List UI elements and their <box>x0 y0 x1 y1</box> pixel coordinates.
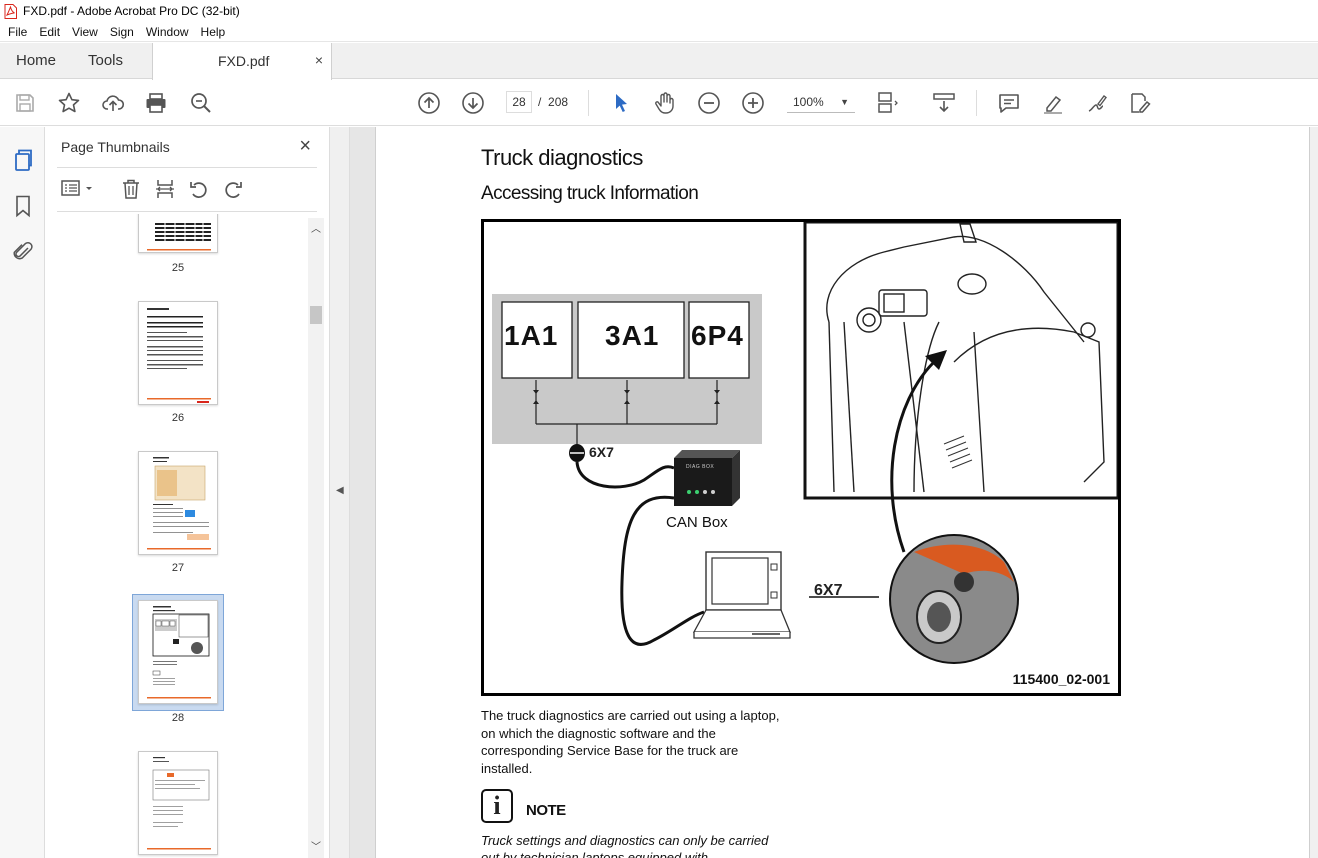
panel-divider <box>57 211 317 212</box>
toolbar-divider <box>588 90 589 116</box>
tab-bar: Home Tools FXD.pdf × <box>0 43 1318 80</box>
scroll-down-icon[interactable]: ﹀ <box>311 842 321 853</box>
menu-edit[interactable]: Edit <box>39 24 61 39</box>
thumbnail-scrollbar[interactable]: ︿ ﹀ <box>308 218 324 858</box>
select-cursor-icon[interactable] <box>609 91 633 115</box>
page-heading: Truck diagnostics <box>481 145 643 170</box>
module-label-3a1: 3A1 <box>605 320 660 351</box>
thumbnail-list: 25 26 27 <box>45 214 330 858</box>
scrollbar-thumb[interactable] <box>310 306 322 324</box>
page-subheading: Accessing truck Information <box>481 183 699 204</box>
scroll-up-icon[interactable]: ︿ <box>311 224 321 235</box>
attachment-icon[interactable] <box>11 240 35 264</box>
highlight-pen-icon[interactable] <box>1041 91 1065 115</box>
thumbnail-page-28[interactable] <box>138 600 218 704</box>
scroll-mode-icon[interactable] <box>932 91 956 115</box>
menu-sign[interactable]: Sign <box>109 24 134 39</box>
bookmark-icon[interactable] <box>11 194 35 218</box>
page-separator: / <box>538 95 542 109</box>
tab-document-label: FXD.pdf <box>218 53 270 69</box>
document-viewer: Truck diagnostics Accessing truck Inform… <box>350 127 1318 858</box>
insert-pages-icon[interactable] <box>154 178 176 200</box>
menu-view[interactable]: View <box>72 24 98 39</box>
connector-label: 6X7 <box>589 444 614 460</box>
rotate-counterclockwise-icon[interactable] <box>188 178 210 200</box>
thumbnail-label: 26 <box>171 412 185 424</box>
upload-cloud-icon[interactable] <box>101 91 125 115</box>
pdf-page: Truck diagnostics Accessing truck Inform… <box>375 127 1310 858</box>
document-scrollbar[interactable] <box>1310 127 1318 858</box>
window-title: FXD.pdf - Adobe Acrobat Pro DC (32-bit) <box>23 4 240 18</box>
zoom-level-value: 100% <box>793 95 824 109</box>
thumbnail-page-26[interactable] <box>138 301 218 405</box>
zoom-in-icon[interactable] <box>741 91 765 115</box>
thumbnail-label: 27 <box>171 562 185 574</box>
collapse-panel-handle[interactable]: ◀ <box>330 127 350 858</box>
next-page-icon[interactable] <box>461 91 485 115</box>
panel-divider <box>57 167 317 168</box>
menu-window[interactable]: Window <box>145 24 189 39</box>
pdf-file-icon <box>4 3 17 19</box>
info-note-icon: i <box>481 789 513 823</box>
menu-help[interactable]: Help <box>200 24 226 39</box>
panel-title: Page Thumbnails <box>61 139 170 155</box>
thumbnail-page-27[interactable] <box>138 451 218 555</box>
detail-connector-label: 6X7 <box>814 582 843 599</box>
tab-home[interactable]: Home <box>16 52 57 69</box>
star-icon[interactable] <box>57 91 81 115</box>
tab-document[interactable]: FXD.pdf × <box>152 43 332 80</box>
previous-page-icon[interactable] <box>417 91 441 115</box>
thumbnail-label: 25 <box>171 262 185 274</box>
close-panel-icon[interactable]: × <box>299 135 311 157</box>
left-navigation-rail <box>0 127 45 858</box>
delete-pages-icon[interactable] <box>120 178 142 200</box>
close-tab-icon[interactable]: × <box>314 52 323 68</box>
module-label-6p4: 6P4 <box>691 320 744 351</box>
body-paragraph: The truck diagnostics are carried out us… <box>481 708 780 776</box>
title-bar: FXD.pdf - Adobe Acrobat Pro DC (32-bit) <box>0 0 1318 22</box>
thumbnail-options-icon[interactable] <box>61 178 95 200</box>
thumbnail-label: 28 <box>171 712 185 724</box>
canbox-device-text: DIAG BOX <box>686 464 715 470</box>
hand-tool-icon[interactable] <box>653 91 677 115</box>
comment-icon[interactable] <box>997 91 1021 115</box>
chevron-down-icon: ▼ <box>840 97 849 107</box>
rotate-clockwise-icon[interactable] <box>222 178 244 200</box>
save-icon[interactable] <box>13 91 37 115</box>
zoom-search-icon[interactable] <box>189 91 213 115</box>
canbox-label: CAN Box <box>666 514 728 531</box>
thumbnail-page-25[interactable] <box>138 214 218 253</box>
note-text: Truck settings and diagnostics can only … <box>481 833 769 858</box>
page-total: 208 <box>548 95 569 109</box>
edit-pdf-icon[interactable] <box>1128 91 1152 115</box>
page-number-input[interactable]: 28 <box>506 91 532 113</box>
main-toolbar <box>0 80 1318 126</box>
zoom-level-dropdown[interactable]: 100% ▼ <box>787 91 855 113</box>
figure-id: 115400_02-001 <box>1012 671 1110 687</box>
menu-file[interactable]: File <box>8 24 28 39</box>
diagnostics-figure: 1A1 3A1 6P4 6X7 DIAG BOX CAN Box 6X7 115… <box>481 219 1121 696</box>
page-count-label: / 208 <box>538 95 568 109</box>
print-icon[interactable] <box>144 91 168 115</box>
fill-sign-icon[interactable] <box>1085 91 1109 115</box>
menu-bar: File Edit View Sign Window Help <box>0 22 1318 42</box>
tab-tools[interactable]: Tools <box>88 52 124 69</box>
page-layout-icon[interactable] <box>876 91 900 115</box>
thumbnail-page-29[interactable] <box>138 751 218 855</box>
collapse-left-icon: ◀ <box>336 485 344 496</box>
diagnostics-illustration <box>492 222 1118 664</box>
zoom-out-icon[interactable] <box>697 91 721 115</box>
note-label: NOTE <box>526 802 566 819</box>
page-thumbnails-icon[interactable] <box>11 148 35 172</box>
toolbar-divider <box>976 90 977 116</box>
module-label-1a1: 1A1 <box>504 320 559 351</box>
